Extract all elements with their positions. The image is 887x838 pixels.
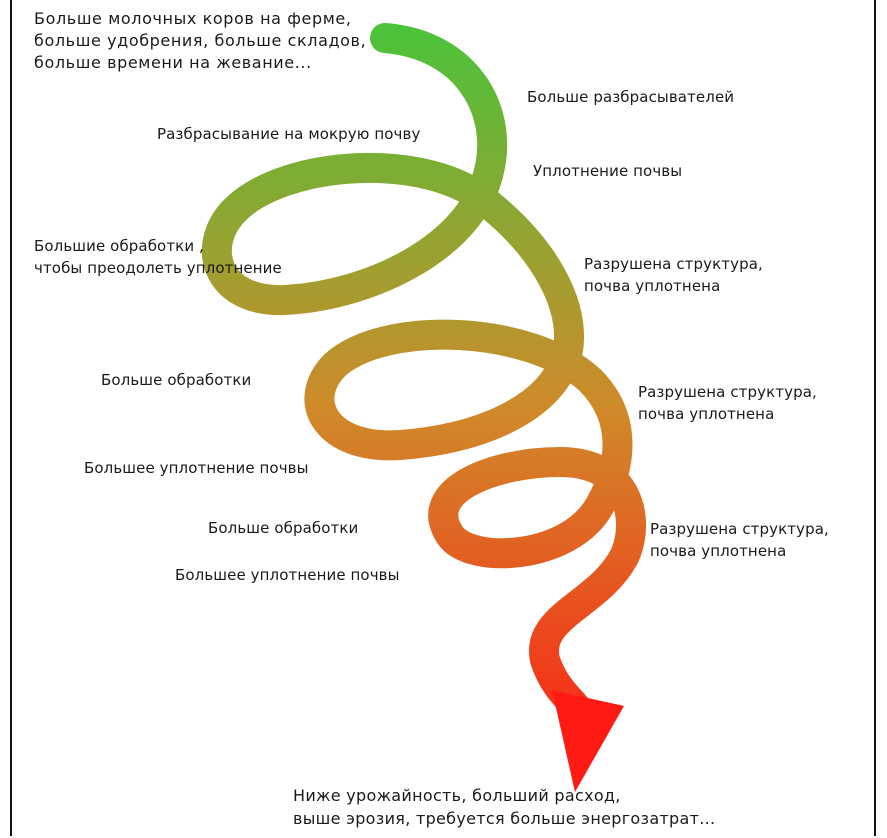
label-soil-compaction: Уплотнение почвы xyxy=(533,162,683,180)
spiral-path xyxy=(201,23,646,725)
label-more-tillage-1: Больше обработки xyxy=(101,371,252,389)
label-more-tillage-2: Больше обработки xyxy=(208,519,359,537)
label-more-cows: Больше молочных коров на ферме, больше у… xyxy=(34,9,367,72)
label-more-compaction-2: Большее уплотнение почвы xyxy=(175,566,400,584)
label-more-spreaders: Больше разбрасывателей xyxy=(527,88,735,106)
label-big-tillage: Большие обработки , чтобы преодолеть упл… xyxy=(34,237,282,277)
page-frame xyxy=(10,0,876,836)
label-structure-broken-3: Разрушена структура, почва уплотнена xyxy=(650,520,829,560)
arrowhead xyxy=(552,690,624,792)
label-more-compaction-1: Большее уплотнение почвы xyxy=(84,459,309,477)
label-structure-broken-2: Разрушена структура, почва уплотнена xyxy=(638,383,817,423)
label-structure-broken-1: Разрушена структура, почва уплотнена xyxy=(584,255,763,295)
label-wet-spreading: Разбрасывание на мокрую почву xyxy=(157,125,421,143)
label-consequences: Ниже урожайность, больший расход, выше э… xyxy=(293,786,716,828)
